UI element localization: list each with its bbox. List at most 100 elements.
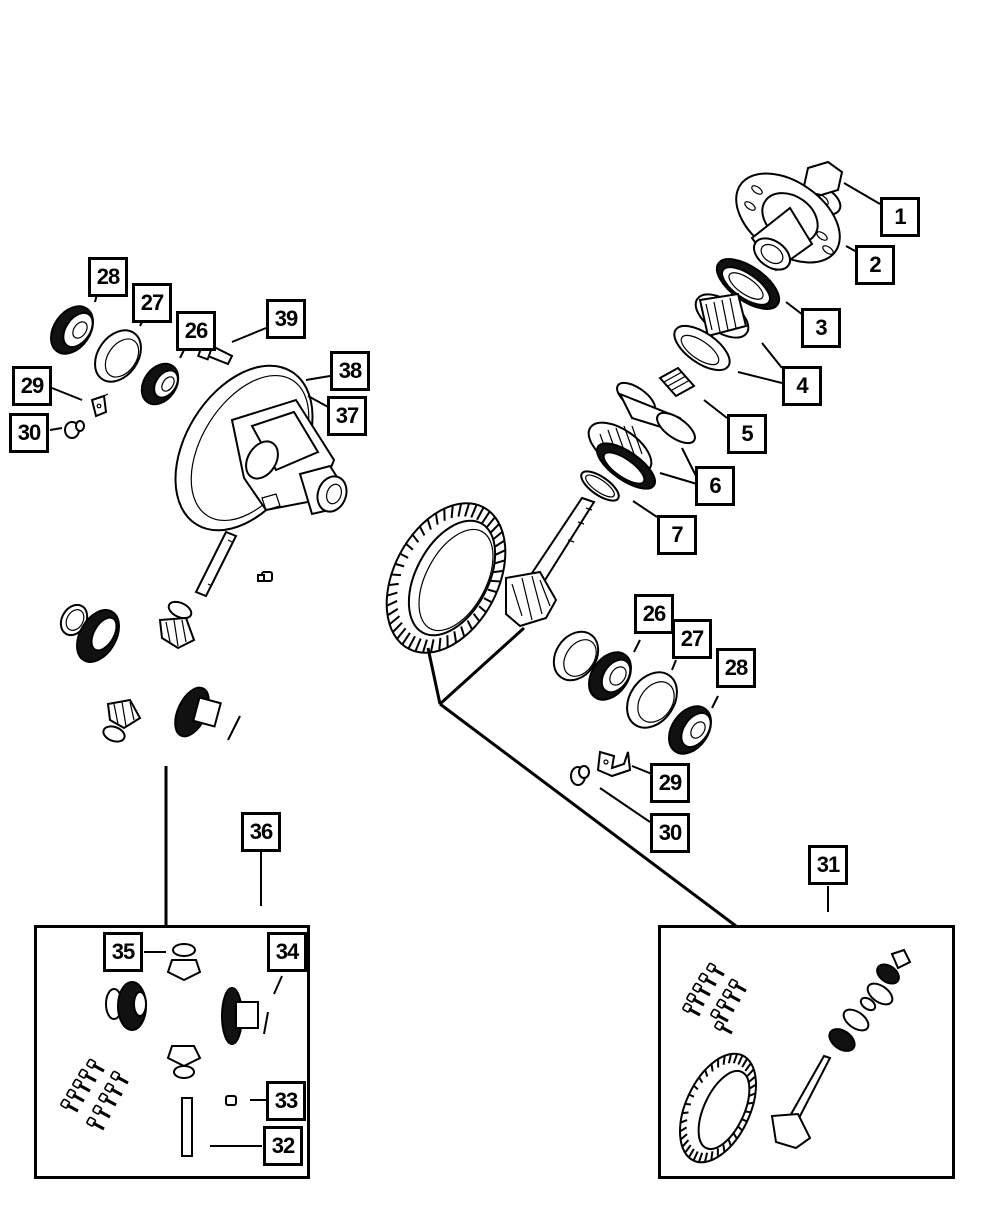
gear-tooth [685, 1102, 691, 1106]
callout-29-right[interactable]: 29 [650, 763, 690, 803]
gear-tooth [491, 531, 504, 541]
gear-tooth [741, 1058, 749, 1068]
inner-pinion-bearing-part [587, 421, 656, 490]
pinion-yoke-flange-part [735, 172, 841, 272]
bearing-cone-left-part [140, 362, 180, 406]
gear-tooth [388, 615, 401, 625]
callout-28-left[interactable]: 28 [88, 257, 128, 297]
gear-tooth [476, 506, 485, 521]
callout-35[interactable]: 35 [103, 932, 143, 972]
bolt-icon [66, 1088, 85, 1103]
gear-tooth [679, 1126, 688, 1133]
bolt-icon [98, 1092, 117, 1107]
collapsible-spacer-part [658, 366, 696, 398]
gear-tooth [679, 1133, 688, 1141]
gear-tooth [464, 503, 471, 517]
gear-tooth [457, 503, 463, 517]
gear-tooth [453, 631, 458, 643]
pinion-mate-shaft-part [194, 530, 238, 598]
gear-tooth [411, 534, 420, 543]
pinion-shim-part [580, 470, 620, 502]
side-gear-left-part [76, 609, 120, 663]
gear-tooth [703, 1152, 709, 1163]
callout-29-left[interactable]: 29 [12, 366, 52, 406]
callout-38[interactable]: 38 [330, 351, 370, 391]
callout-4[interactable]: 4 [782, 366, 822, 406]
gear-tooth [434, 513, 439, 525]
callout-37[interactable]: 37 [327, 396, 367, 436]
bolt-icon [86, 1058, 105, 1073]
pinion-mate-upper-part [158, 600, 196, 650]
kit31-contents [679, 948, 912, 1164]
retainer-clip-left-part [90, 393, 109, 418]
gear-tooth [418, 525, 426, 536]
callout-27-right[interactable]: 27 [672, 619, 712, 659]
gear-tooth [483, 597, 493, 604]
gear-tooth [396, 627, 407, 640]
bolt-icon [714, 1020, 733, 1035]
gear-tooth [748, 1092, 756, 1097]
gear-tooth [388, 582, 399, 587]
callout-5[interactable]: 5 [727, 414, 767, 454]
gear-tooth [491, 579, 501, 583]
bolt-icon [692, 982, 711, 997]
callout-32[interactable]: 32 [263, 1126, 303, 1166]
gear-tooth [487, 588, 498, 594]
gear-tooth [481, 511, 491, 524]
callout-39[interactable]: 39 [266, 299, 306, 339]
callout-3[interactable]: 3 [801, 308, 841, 348]
bolt-icon [92, 1104, 111, 1119]
callout-31[interactable]: 31 [808, 845, 848, 885]
side-gear-right-part [174, 686, 241, 741]
bolt-icon [78, 1068, 97, 1083]
callout-34[interactable]: 34 [267, 932, 307, 972]
gear-tooth [429, 639, 435, 653]
pinion-gear-part [505, 496, 596, 628]
gear-tooth [727, 1139, 732, 1147]
gear-tooth [687, 1148, 695, 1158]
gear-tooth [745, 1110, 751, 1114]
ring-gear-part [385, 502, 507, 654]
gear-tooth [680, 1119, 688, 1124]
gear-tooth [392, 621, 403, 633]
pinion-mate-lower-part [102, 698, 142, 743]
callout-6[interactable]: 6 [695, 466, 735, 506]
gear-tooth [747, 1101, 754, 1105]
gear-tooth [472, 613, 481, 622]
pinion-bearing-cup-part [616, 381, 696, 445]
bolt-icon [104, 1082, 123, 1097]
gear-tooth [421, 639, 428, 653]
callout-26-right[interactable]: 26 [634, 594, 674, 634]
callout-28-right[interactable]: 28 [716, 648, 756, 688]
callout-7[interactable]: 7 [657, 515, 697, 555]
callout-30-right[interactable]: 30 [650, 813, 690, 853]
callout-27-left[interactable]: 27 [132, 283, 172, 323]
gear-tooth [681, 1139, 690, 1148]
bolt-icon [722, 988, 741, 1003]
callout-36[interactable]: 36 [241, 812, 281, 852]
callout-2[interactable]: 2 [855, 245, 895, 285]
gear-tooth [732, 1053, 739, 1064]
gear-tooth [682, 1111, 689, 1115]
bolt-icon [682, 1002, 701, 1017]
tone-ring-right-part [668, 705, 712, 755]
gear-tooth [394, 562, 405, 568]
bolt-icon [110, 1070, 129, 1085]
gear-tooth [391, 573, 401, 577]
gear-tooth [748, 1083, 757, 1090]
gear-tooth [746, 1068, 755, 1077]
callout-30-left[interactable]: 30 [9, 413, 49, 453]
leader-lines [49, 182, 881, 1147]
callout-33[interactable]: 33 [266, 1081, 306, 1121]
callout-26-left[interactable]: 26 [176, 311, 216, 351]
callout-1[interactable]: 1 [880, 197, 920, 237]
bearing-cup-right-part [626, 671, 678, 729]
pinion-seal-part [715, 258, 781, 310]
gear-tooth [466, 620, 474, 631]
gear-tooth [704, 1069, 709, 1077]
gear-tooth [407, 635, 416, 650]
gear-tooth [401, 632, 411, 645]
gear-tooth [399, 552, 409, 559]
gear-tooth [387, 608, 399, 617]
gear-tooth [737, 1055, 744, 1065]
